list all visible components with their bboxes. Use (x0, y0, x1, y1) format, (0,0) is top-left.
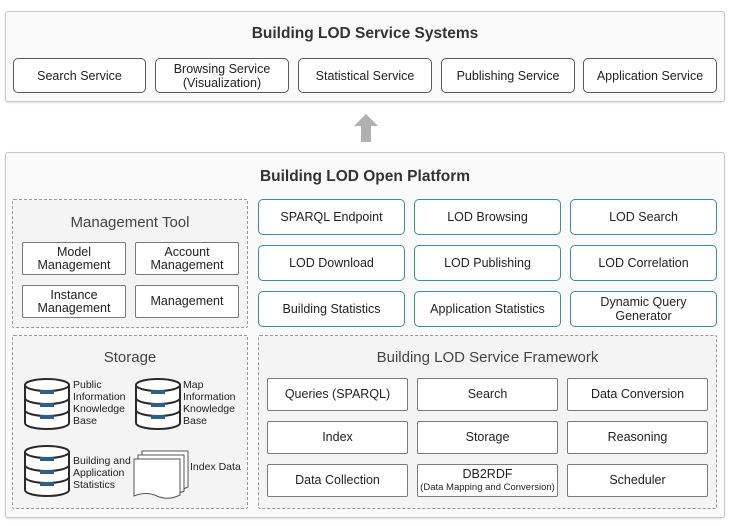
database-icon (135, 378, 181, 430)
instance-management-box: Instance Management (22, 285, 126, 318)
management-tool-title: Management Tool (70, 214, 190, 231)
service-framework-title: Building LOD Service Framework (376, 349, 599, 366)
account-management-box: Account Management (135, 242, 239, 275)
lod-publishing-box: LOD Publishing (414, 245, 561, 281)
model-management-box: Model Management (22, 242, 126, 275)
database-icon (24, 445, 70, 497)
index-box: Index (267, 421, 408, 454)
dynamic-query-generator-box: Dynamic Query Generator (570, 291, 717, 327)
management-box: Management (135, 285, 239, 318)
lod-search-box: LOD Search (570, 199, 717, 235)
db2rdf-label: DB2RDF (462, 466, 513, 481)
documents-icon (133, 450, 189, 499)
search-box: Search (417, 378, 558, 411)
browsing-service-box: Browsing Service (Visualization) (155, 58, 289, 93)
reasoning-box: Reasoning (567, 421, 708, 454)
service-systems-title: Building LOD Service Systems (251, 25, 479, 42)
public-information-kb-label: Public Information Knowledge Base (73, 379, 126, 427)
storage-title: Storage (103, 349, 157, 366)
database-icon (24, 378, 70, 430)
queries-sparql-box: Queries (SPARQL) (267, 378, 408, 411)
up-arrow-icon (354, 114, 378, 142)
map-information-kb-label: Map Information Knowledge Base (183, 379, 236, 427)
lod-browsing-box: LOD Browsing (414, 199, 561, 235)
data-collection-box: Data Collection (267, 464, 408, 497)
data-conversion-box: Data Conversion (567, 378, 708, 411)
lod-download-box: LOD Download (258, 245, 405, 281)
db2rdf-sublabel: (Data Mapping and Conversion) (420, 481, 555, 493)
db2rdf-box: DB2RDF (Data Mapping and Conversion) (417, 464, 558, 497)
application-statistics-box: Application Statistics (414, 291, 561, 327)
scheduler-box: Scheduler (567, 464, 708, 497)
open-platform-title: Building LOD Open Platform (259, 168, 471, 185)
storage-box: Storage (417, 421, 558, 454)
publishing-service-box: Publishing Service (441, 58, 575, 93)
sparql-endpoint-box: SPARQL Endpoint (258, 199, 405, 235)
index-data-label: Index Data (190, 461, 241, 473)
building-statistics-box: Building Statistics (258, 291, 405, 327)
search-service-box: Search Service (13, 58, 146, 93)
lod-correlation-box: LOD Correlation (570, 245, 717, 281)
statistical-service-box: Statistical Service (298, 58, 432, 93)
building-application-statistics-label: Building and Application Statistics (73, 455, 131, 491)
application-service-box: Application Service (583, 58, 717, 93)
